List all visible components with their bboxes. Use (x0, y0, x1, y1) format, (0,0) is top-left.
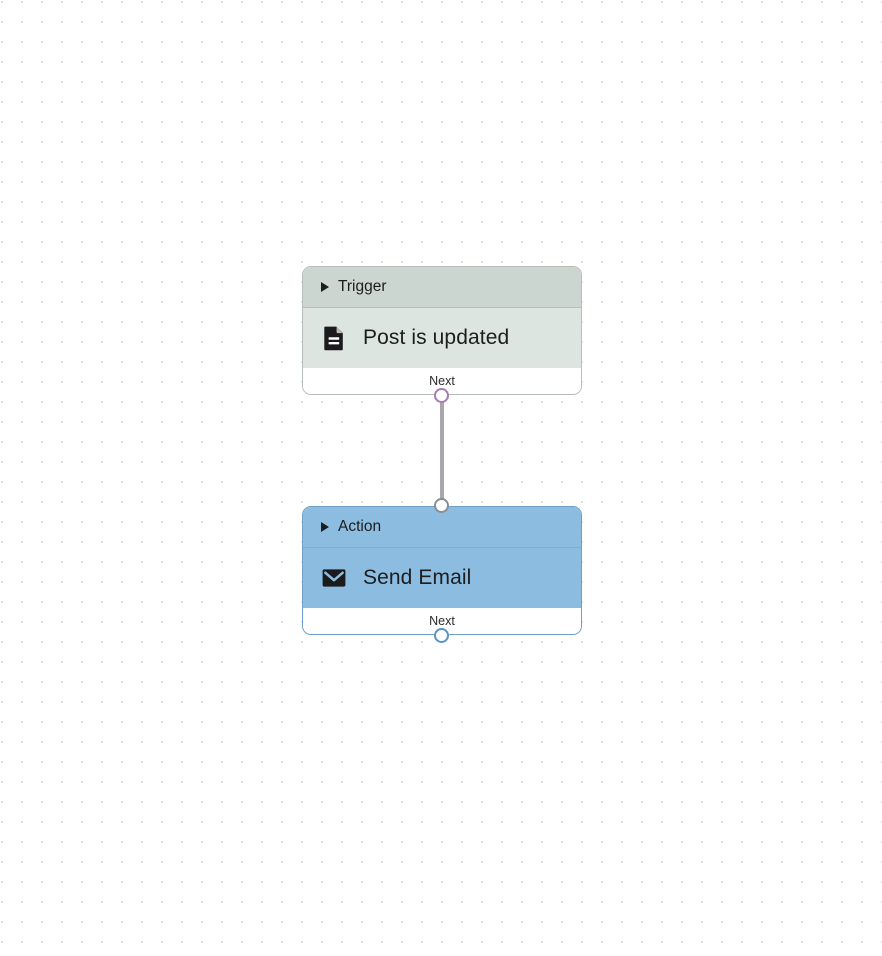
next-label: Next (429, 614, 455, 628)
node-title-action: Send Email (363, 566, 472, 589)
node-body-action[interactable]: Send Email (303, 548, 581, 608)
node-kind-label: Action (338, 518, 382, 535)
next-label: Next (429, 374, 455, 388)
workflow-node-action[interactable]: Action Send Email Next (302, 506, 582, 635)
port-trigger-output[interactable] (434, 388, 449, 403)
node-header-action[interactable]: Action (303, 507, 581, 548)
port-action-output[interactable] (434, 628, 449, 643)
node-title-trigger: Post is updated (363, 326, 510, 349)
node-header-trigger[interactable]: Trigger (303, 267, 581, 308)
envelope-icon (322, 569, 346, 587)
edge-trigger-to-action[interactable] (439, 394, 444, 504)
workflow-node-trigger[interactable]: Trigger Post is updated Next (302, 266, 582, 395)
disclosure-triangle-icon[interactable] (321, 282, 329, 292)
disclosure-triangle-icon[interactable] (321, 522, 329, 532)
port-action-input[interactable] (434, 498, 449, 513)
node-body-trigger[interactable]: Post is updated (303, 308, 581, 368)
node-kind-label: Trigger (338, 278, 387, 295)
document-icon (324, 326, 343, 351)
